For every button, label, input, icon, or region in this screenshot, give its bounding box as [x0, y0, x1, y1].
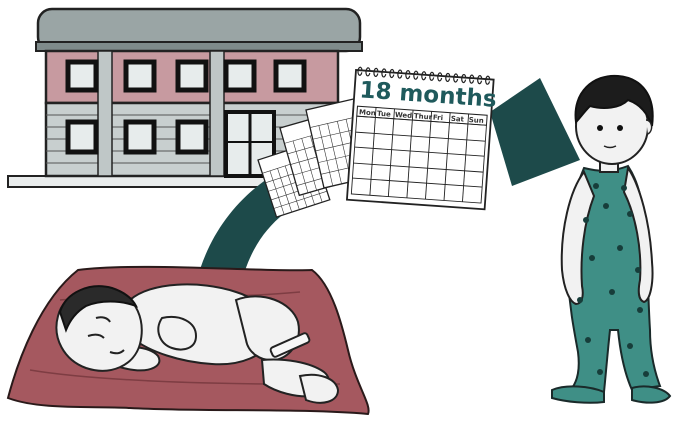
day-label-fri: Fri	[433, 113, 444, 122]
day-label-sat: Sat	[451, 115, 465, 124]
calendar-main: 18 months Mon Tue Wed Thur Fri Sat Sun	[347, 67, 498, 210]
day-label-tue: Tue	[377, 110, 392, 119]
day-label-sun: Sun	[469, 116, 485, 125]
toddler	[552, 76, 670, 403]
